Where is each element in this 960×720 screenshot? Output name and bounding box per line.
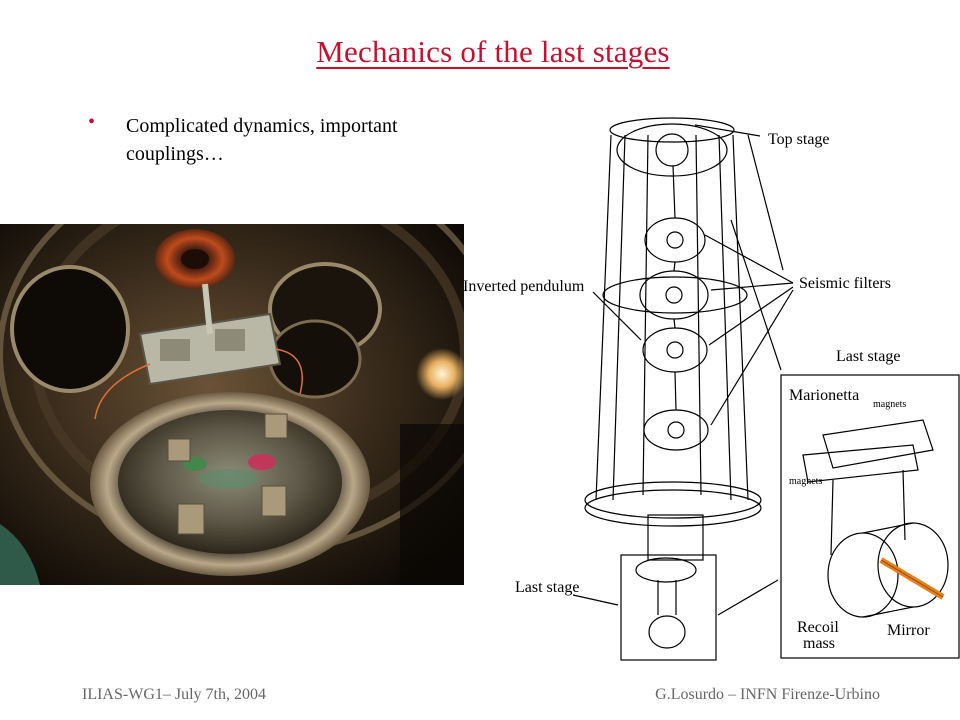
label-magnets-top: magnets bbox=[873, 399, 906, 410]
bullet-item: • Complicated dynamics, important coupli… bbox=[88, 111, 468, 168]
label-top-stage: Top stage bbox=[768, 131, 830, 148]
label-seismic-filters: Seismic filters bbox=[799, 275, 891, 292]
label-mirror: Mirror bbox=[887, 622, 930, 639]
footer-right: G.Losurdo – INFN Firenze-Urbino bbox=[655, 686, 880, 703]
bullet-marker: • bbox=[88, 111, 96, 133]
label-marionetta: Marionetta bbox=[789, 387, 859, 404]
label-last-stage-inset: Last stage bbox=[836, 348, 900, 365]
label-last-stage-bottom: Last stage bbox=[515, 579, 579, 596]
suspension-photo bbox=[0, 224, 464, 585]
footer-left: ILIAS-WG1– July 7th, 2004 bbox=[82, 686, 266, 703]
label-recoil: Recoil bbox=[797, 619, 839, 636]
diagram-illustration: Top stage Seismic filters Inverted pendu… bbox=[463, 117, 960, 661]
label-mass: mass bbox=[803, 635, 835, 652]
slide-title: Mechanics of the last stages bbox=[316, 34, 670, 69]
superattenuator-diagram: Top stage Seismic filters Inverted pendu… bbox=[463, 100, 960, 665]
photo-illustration bbox=[0, 224, 464, 585]
bullet-list: • Complicated dynamics, important coupli… bbox=[88, 111, 468, 168]
label-magnets-side: magnets bbox=[789, 476, 822, 487]
bullet-text: Complicated dynamics, important coupling… bbox=[126, 115, 398, 165]
label-inverted-pendulum: Inverted pendulum bbox=[463, 278, 585, 295]
